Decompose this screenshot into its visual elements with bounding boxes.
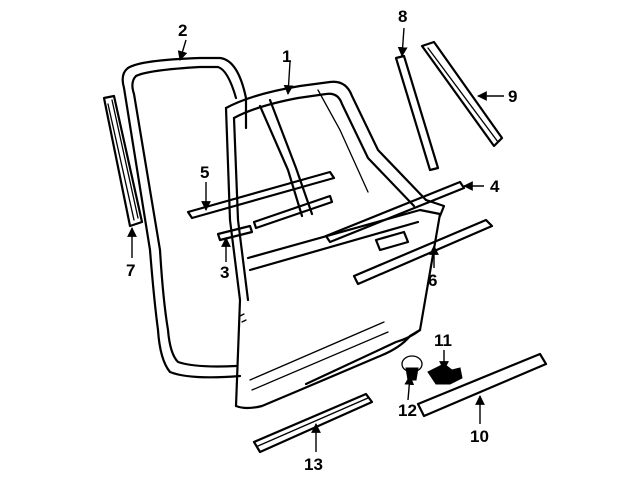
callout-9: 9: [508, 87, 517, 106]
moulding-clip: [427, 363, 463, 385]
callout-6: 6: [428, 271, 437, 290]
body-side-moulding: [352, 218, 494, 286]
callout-7: 7: [126, 261, 135, 280]
window-channel-front: [102, 94, 144, 228]
lower-door-moulding: [252, 392, 374, 454]
callout-12: 12: [398, 401, 417, 420]
callout-10: 10: [470, 427, 489, 446]
callout-3: 3: [220, 263, 229, 282]
door-weatherstrip-seal: [121, 56, 248, 379]
callout-5: 5: [200, 163, 209, 182]
callout-2: 2: [178, 21, 187, 40]
callout-11: 11: [434, 331, 452, 350]
rear-door-shell: [224, 80, 446, 410]
rear-upright-trim: [394, 54, 440, 172]
outer-belt-moulding: [324, 180, 466, 244]
belt-moulding-inner: [186, 170, 336, 230]
callout-numbers: 1 2 3 4 5 6 7 8 9 10 11 12 13: [126, 7, 517, 474]
rear-quarter-trim: [420, 40, 504, 148]
callout-8: 8: [398, 7, 407, 26]
callout-leaders: [127, 27, 504, 452]
fastener-plug: [401, 355, 423, 381]
callout-1: 1: [282, 47, 291, 66]
callout-13: 13: [304, 455, 323, 474]
rocker-moulding: [416, 352, 548, 418]
callout-4: 4: [490, 177, 500, 196]
belt-weatherstrip: [216, 224, 254, 242]
